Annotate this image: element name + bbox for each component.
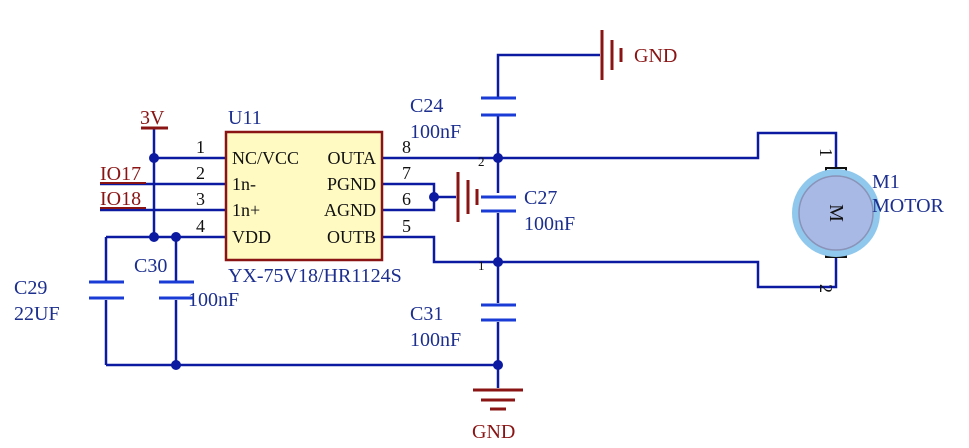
c30-value: 100nF bbox=[188, 289, 239, 311]
junction-3v-pin1 bbox=[149, 153, 159, 163]
junction-gnd-mid bbox=[429, 192, 439, 202]
gnd-label-bottom: GND bbox=[472, 421, 515, 443]
gnd-symbol-mid bbox=[456, 172, 479, 222]
gnd-label-top: GND bbox=[634, 45, 677, 67]
junction-pin-a: 2 bbox=[478, 154, 485, 169]
wire-gnd-top bbox=[496, 53, 600, 98]
chip-pin-num-1: 1 bbox=[196, 137, 205, 157]
wire-outb bbox=[382, 235, 838, 289]
chip-pin-name-6: AGND bbox=[324, 200, 376, 220]
junction-c30-bottom bbox=[171, 360, 181, 370]
c31-value: 100nF bbox=[410, 329, 461, 351]
chip-body bbox=[224, 130, 384, 262]
junction-dots bbox=[149, 153, 503, 370]
chip-pin-num-2: 2 bbox=[196, 163, 205, 183]
motor-body bbox=[798, 175, 874, 251]
c24-ref: C24 bbox=[410, 95, 443, 117]
chip-pin-name-3: 1n+ bbox=[232, 200, 260, 220]
chip-pin-name-2: 1n- bbox=[232, 174, 256, 194]
motor-ref: M1 bbox=[872, 171, 900, 193]
motor-pin-2: 2 bbox=[816, 284, 836, 293]
wire-outa-motor bbox=[382, 131, 838, 168]
chip-pin-name-1: NC/VCC bbox=[232, 148, 299, 168]
junction-outa bbox=[493, 153, 503, 163]
c31-ref: C31 bbox=[410, 303, 443, 325]
capacitor-plates bbox=[89, 96, 516, 322]
chip-pin-num-5: 5 bbox=[402, 216, 411, 236]
chip-pin-name-5: OUTB bbox=[327, 227, 376, 247]
chip-pin-name-4: VDD bbox=[232, 227, 271, 247]
junction-outb bbox=[493, 257, 503, 267]
chip-pin-num-8: 8 bbox=[402, 137, 411, 157]
wires bbox=[100, 53, 838, 388]
chip-pin-num-4: 4 bbox=[196, 216, 205, 236]
chip-pin-name-7: PGND bbox=[327, 174, 376, 194]
junction-vdd-b bbox=[171, 232, 181, 242]
chip-pin-num-7: 7 bbox=[402, 163, 411, 183]
c24-value: 100nF bbox=[410, 121, 461, 143]
chip-pin-name-8: OUTA bbox=[327, 148, 376, 168]
junction-bottom bbox=[493, 360, 503, 370]
c29-ref: C29 bbox=[14, 277, 47, 299]
c30-ref: C30 bbox=[134, 255, 167, 277]
chip-pin-num-6: 6 bbox=[402, 189, 411, 209]
chip-part: YX-75V18/HR1124S bbox=[228, 265, 402, 287]
gnd-symbol-top bbox=[600, 30, 623, 80]
c29-value: 22UF bbox=[14, 303, 60, 325]
motor-symbol: M bbox=[825, 204, 847, 222]
junction-vdd-a bbox=[149, 232, 159, 242]
c27-ref: C27 bbox=[524, 187, 557, 209]
gnd-symbol-bottom bbox=[473, 388, 523, 411]
motor-name: MOTOR bbox=[872, 195, 945, 217]
net-label-io17: IO17 bbox=[100, 163, 141, 185]
c27-value: 100nF bbox=[524, 213, 575, 235]
motor-pin-1: 1 bbox=[816, 148, 836, 157]
chip-ref: U11 bbox=[228, 107, 262, 129]
net-label-io18: IO18 bbox=[100, 188, 141, 210]
junction-pin-b: 1 bbox=[478, 258, 485, 273]
chip-pin-num-3: 3 bbox=[196, 189, 205, 209]
vcc-label: 3V bbox=[140, 107, 165, 129]
